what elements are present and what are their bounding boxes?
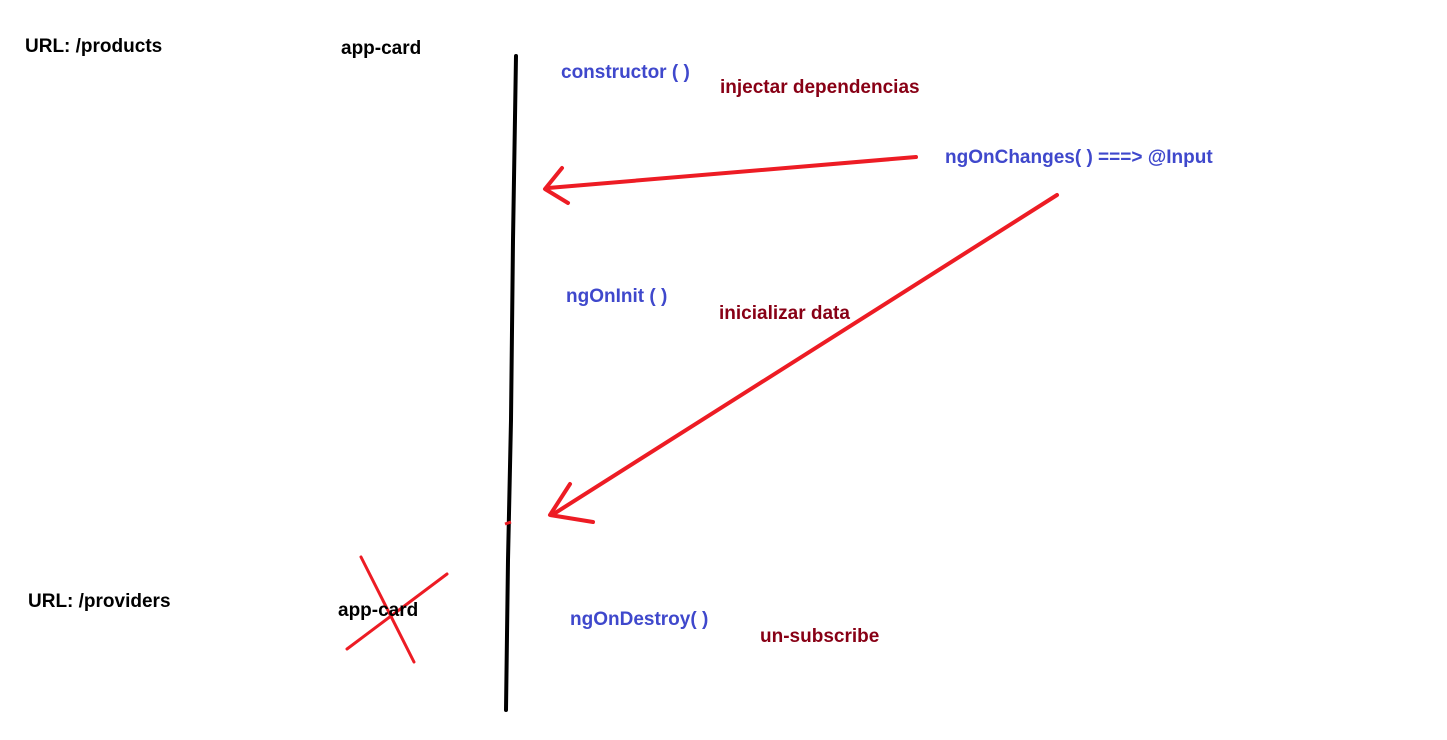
arrow-ngonchanges-to-constructor (543, 155, 918, 205)
timeline-line (504, 54, 518, 712)
timeline-tick (504, 520, 512, 526)
ngondestroy-note-label: un-subscribe (760, 626, 880, 647)
app-card-destroyed-label: app-card (338, 600, 419, 621)
ngondestroy-hook-label: ngOnDestroy( ) (570, 609, 709, 630)
route-products-label: URL: /products (25, 36, 163, 57)
arrow-ngonchanges-to-timeline (548, 193, 1059, 524)
ngonchanges-hook-label: ngOnChanges( ) ===> @Input (945, 147, 1213, 168)
ngoninit-hook-label: ngOnInit ( ) (566, 286, 668, 307)
ngoninit-note-label: inicializar data (719, 303, 850, 324)
app-card-component-label: app-card (341, 38, 422, 59)
destroyed-cross-mark (345, 555, 449, 664)
route-providers-label: URL: /providers (28, 591, 171, 612)
constructor-hook-label: constructor ( ) (561, 62, 690, 83)
constructor-note-label: injectar dependencias (720, 77, 920, 98)
